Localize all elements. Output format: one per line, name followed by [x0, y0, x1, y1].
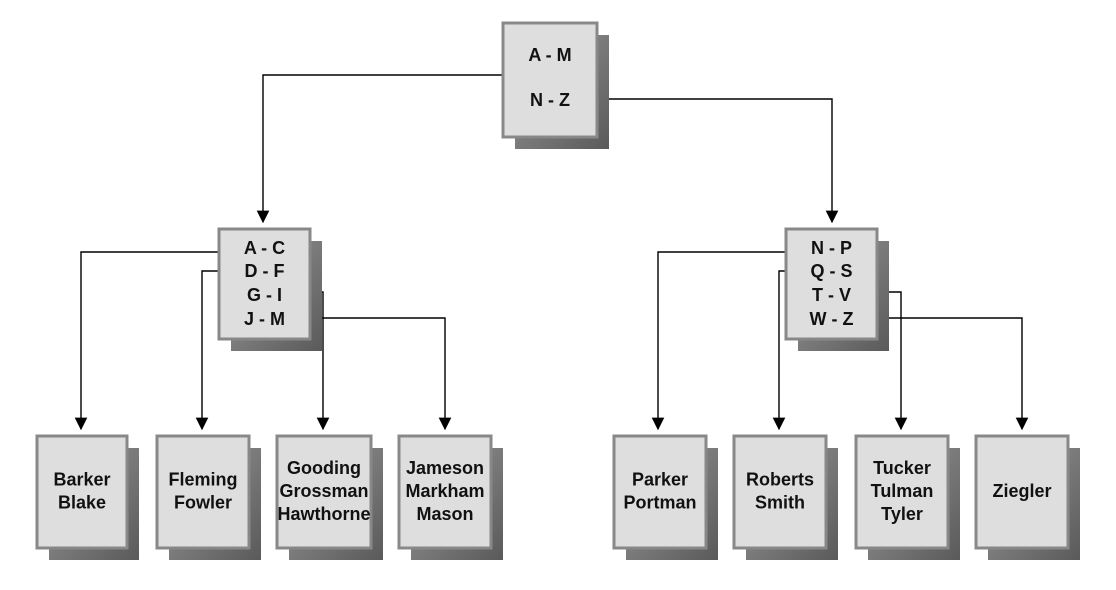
left-node-label: G - I	[247, 285, 282, 305]
right-node: N - P Q - S T - V W - Z	[784, 227, 889, 351]
leaf-1-label: Barker	[53, 469, 110, 489]
leaf-6-label: Roberts	[746, 469, 814, 489]
leaf-1-label: Blake	[58, 492, 106, 512]
leaf-5-box	[612, 434, 708, 550]
right-node-label: T - V	[812, 285, 851, 305]
leaf-3-label: Hawthorne	[277, 504, 370, 524]
left-node: A - C D - F G - I J - M	[217, 227, 322, 351]
leaf-4-label: Jameson	[406, 458, 484, 478]
right-node-label: W - Z	[810, 309, 854, 329]
leaf-6-label: Smith	[755, 492, 805, 512]
right-node-box	[784, 227, 879, 341]
leaf-7-label: Tyler	[881, 504, 923, 524]
leaf-8-label: Ziegler	[992, 481, 1051, 501]
left-node-label: J - M	[244, 309, 285, 329]
leaf-4-box	[397, 434, 493, 550]
leaf-2-box	[155, 434, 251, 550]
root-node-box	[501, 21, 599, 139]
root-node-label: N - Z	[530, 90, 570, 110]
leaf-7-label: Tulman	[871, 481, 934, 501]
leaf-7-label: Tucker	[873, 458, 931, 478]
leaf-8-box	[974, 434, 1070, 550]
left-node-box	[217, 227, 312, 341]
leaf-3-label: Gooding	[287, 458, 361, 478]
leaf-7-box	[854, 434, 950, 550]
edge-root-left	[256, 74, 503, 224]
edge-left-leaf-4	[310, 317, 452, 431]
root-node: A - M N - Z	[501, 21, 609, 149]
leaf-2-label: Fowler	[174, 492, 232, 512]
leaf-1-box	[35, 434, 129, 550]
edge-root-right	[597, 98, 839, 224]
tree-edges	[74, 74, 1029, 431]
leaf-2-label: Fleming	[168, 469, 237, 489]
leaf-6-box	[732, 434, 828, 550]
edge-right-leaf-8	[877, 317, 1029, 431]
right-node-label: Q - S	[810, 261, 852, 281]
root-node-label: A - M	[528, 45, 571, 65]
left-node-label: A - C	[244, 238, 285, 258]
leaf-3-label: Grossman	[279, 481, 368, 501]
right-node-label: N - P	[811, 238, 852, 258]
leaf-8: Ziegler	[974, 434, 1080, 560]
edge-left-leaf-2	[195, 270, 219, 431]
left-node-label: D - F	[245, 261, 285, 281]
tree-nodes: A - M N - Z A - C D - F G - I J - M N - P Q - S…	[35, 21, 1080, 560]
leaf-5-label: Parker	[632, 469, 688, 489]
edge-right-leaf-5	[651, 251, 786, 431]
edge-left-leaf-1	[74, 251, 219, 431]
leaf-4-label: Markham	[405, 481, 484, 501]
leaf-3-box	[275, 434, 373, 550]
edge-right-leaf-6	[772, 270, 786, 431]
leaf-4-label: Mason	[416, 504, 473, 524]
leaf-5-label: Portman	[623, 492, 696, 512]
